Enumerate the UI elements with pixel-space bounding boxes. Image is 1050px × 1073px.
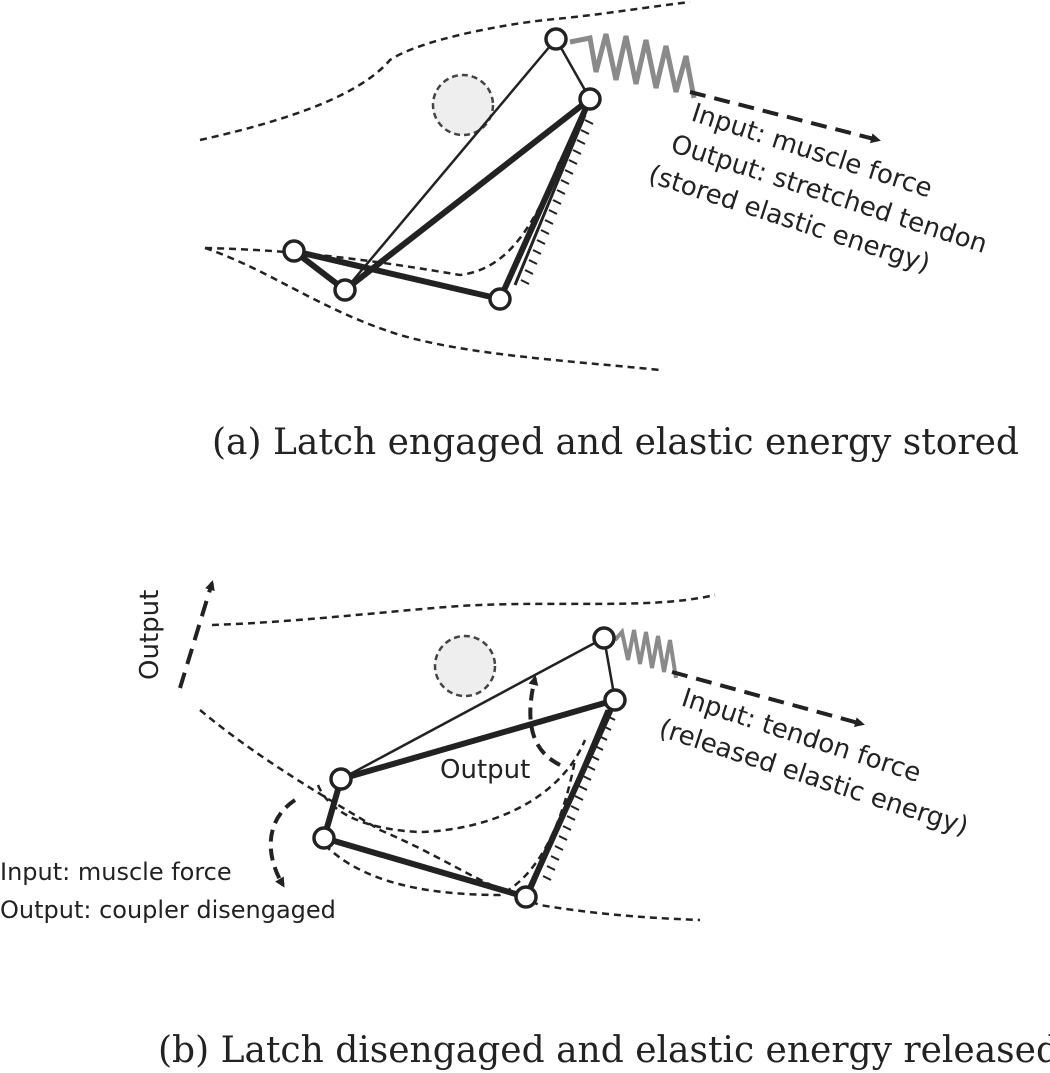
tendon-spring (569, 33, 697, 99)
joint-upper-right (578, 87, 602, 111)
inner-output-label: Output (440, 755, 530, 785)
joint-left (282, 239, 306, 263)
panel-a: Input: muscle force Output: stretched te… (199, 0, 1019, 463)
muscle-output-label: Output: coupler disengaged (0, 896, 336, 924)
link-thick-diagonal (343, 96, 592, 293)
joint-left-upper-b (329, 767, 353, 791)
tendon-force-arrow (671, 670, 865, 727)
limb-outline-lower-inner (204, 159, 562, 277)
output-arrow-up (178, 580, 215, 689)
joint-lower-left (333, 278, 357, 302)
joint-pins-b (312, 626, 627, 909)
sesamoid-circle (431, 73, 495, 137)
link-thin-left (344, 38, 557, 291)
inner-output-arrow (528, 675, 561, 767)
limb-outline-inner-b (316, 739, 587, 834)
output-arrow-label: Output (135, 590, 165, 680)
link-thick-bottom-b (323, 835, 527, 900)
joint-bottom-right (488, 287, 512, 311)
link-thick-bottom (293, 248, 501, 302)
panel-a-caption: (a) Latch engaged and elastic energy sto… (212, 422, 1019, 463)
panel-b-caption: (b) Latch disengaged and elastic energy … (158, 1030, 1050, 1071)
muscle-input-label: Input: muscle force (0, 858, 232, 886)
limb-outline-lower-b (199, 709, 701, 922)
muscle-input-arrow (268, 798, 297, 888)
link-thick-upper-b (340, 697, 616, 782)
tendon-force-labels: Input: tendon force (released elastic en… (655, 683, 972, 842)
limb-outline-lower-outer (204, 246, 661, 372)
joint-bottom-b (514, 885, 538, 909)
joint-right-b (603, 688, 627, 712)
input-force-arrow (689, 90, 881, 144)
tendon-spring-b (613, 627, 678, 679)
joint-pins (282, 27, 602, 311)
link-ground-side-b (523, 698, 618, 899)
panel-a-force-labels: Input: muscle force Output: stretched te… (645, 98, 991, 279)
sesamoid-circle-b (433, 634, 497, 698)
joint-top-b (592, 626, 616, 650)
joint-left-lower-b (312, 826, 336, 850)
limb-outline-upper-b (211, 593, 716, 627)
ground-hatching (513, 114, 594, 286)
panel-b: Output Output Input: tendon force (relea… (0, 580, 1050, 1071)
link-ground-side (497, 97, 593, 301)
link-thin-top-b (340, 636, 605, 781)
joint-top (544, 27, 568, 51)
limb-outline-upper (199, 0, 691, 142)
